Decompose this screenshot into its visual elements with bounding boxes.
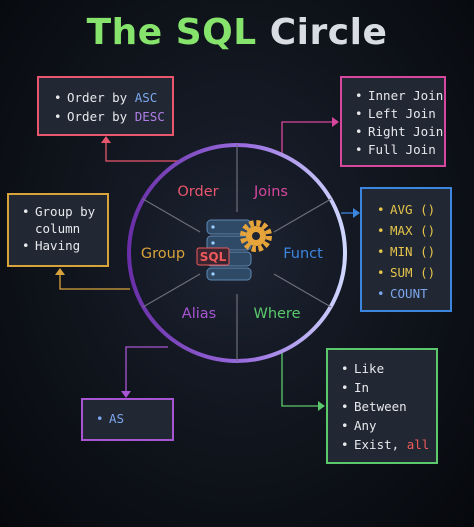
title-circle: Circle (269, 12, 388, 53)
list-item: MIN () (374, 241, 450, 262)
order-box: Order by ASC Order by DESC (37, 76, 174, 136)
list-item: Full Join (352, 141, 444, 159)
title-sql: The SQL (86, 12, 257, 53)
segment-joins: Joins (253, 184, 288, 200)
segment-alias: Alias (182, 306, 216, 322)
divider-upper-right (273, 198, 332, 233)
segment-funct: Funct (283, 246, 323, 262)
list-item: Between (338, 397, 436, 416)
segment-where: Where (253, 306, 300, 322)
arrow-funct (353, 208, 360, 218)
list-item: Like (338, 359, 436, 378)
list-item: AVG () (374, 199, 450, 220)
arrow-alias (121, 391, 131, 398)
segment-order: Order (177, 184, 218, 200)
list-item: In (338, 378, 436, 397)
joins-box: Inner Join Left Join Right Join Full Joi… (340, 76, 446, 167)
database-gear-icon: SQL (196, 219, 272, 281)
where-box: Like In Between Any Exist, all (326, 348, 438, 464)
divider-lower-right (273, 273, 332, 308)
connector-order (105, 138, 187, 162)
list-item: Group by column (19, 203, 107, 237)
arrow-where (318, 401, 325, 411)
divider-lower-left (142, 273, 201, 308)
divider-upper-left (142, 198, 201, 233)
list-item: Having (19, 237, 107, 254)
arrow-joins (332, 117, 339, 127)
funct-box: AVG () MAX () MIN () SUM () COUNT (360, 187, 452, 312)
arrow-order (101, 136, 111, 143)
list-item: AS (93, 411, 172, 426)
gear-icon (240, 220, 272, 252)
alias-box: AS (81, 398, 174, 441)
connector-joins (281, 121, 337, 162)
list-item: MAX () (374, 220, 450, 241)
list-item: SUM () (374, 262, 450, 283)
list-item: Order by DESC (51, 107, 172, 126)
connector-funct (341, 212, 358, 214)
list-item: Any (338, 416, 436, 435)
connector-where (281, 346, 323, 407)
list-item: Exist, all (338, 435, 436, 454)
connector-group (59, 270, 130, 290)
arrow-group (55, 268, 65, 275)
list-item: Inner Join (352, 87, 444, 105)
list-item: Order by ASC (51, 88, 172, 107)
list-item: COUNT (374, 283, 450, 304)
sql-badge: SQL (200, 250, 227, 264)
group-box: Group by column Having (7, 193, 109, 267)
list-item: Left Join (352, 105, 444, 123)
connector-alias (125, 346, 168, 396)
page-title: The SQL Circle (0, 12, 474, 53)
segment-group: Group (141, 246, 185, 262)
list-item: Right Join (352, 123, 444, 141)
